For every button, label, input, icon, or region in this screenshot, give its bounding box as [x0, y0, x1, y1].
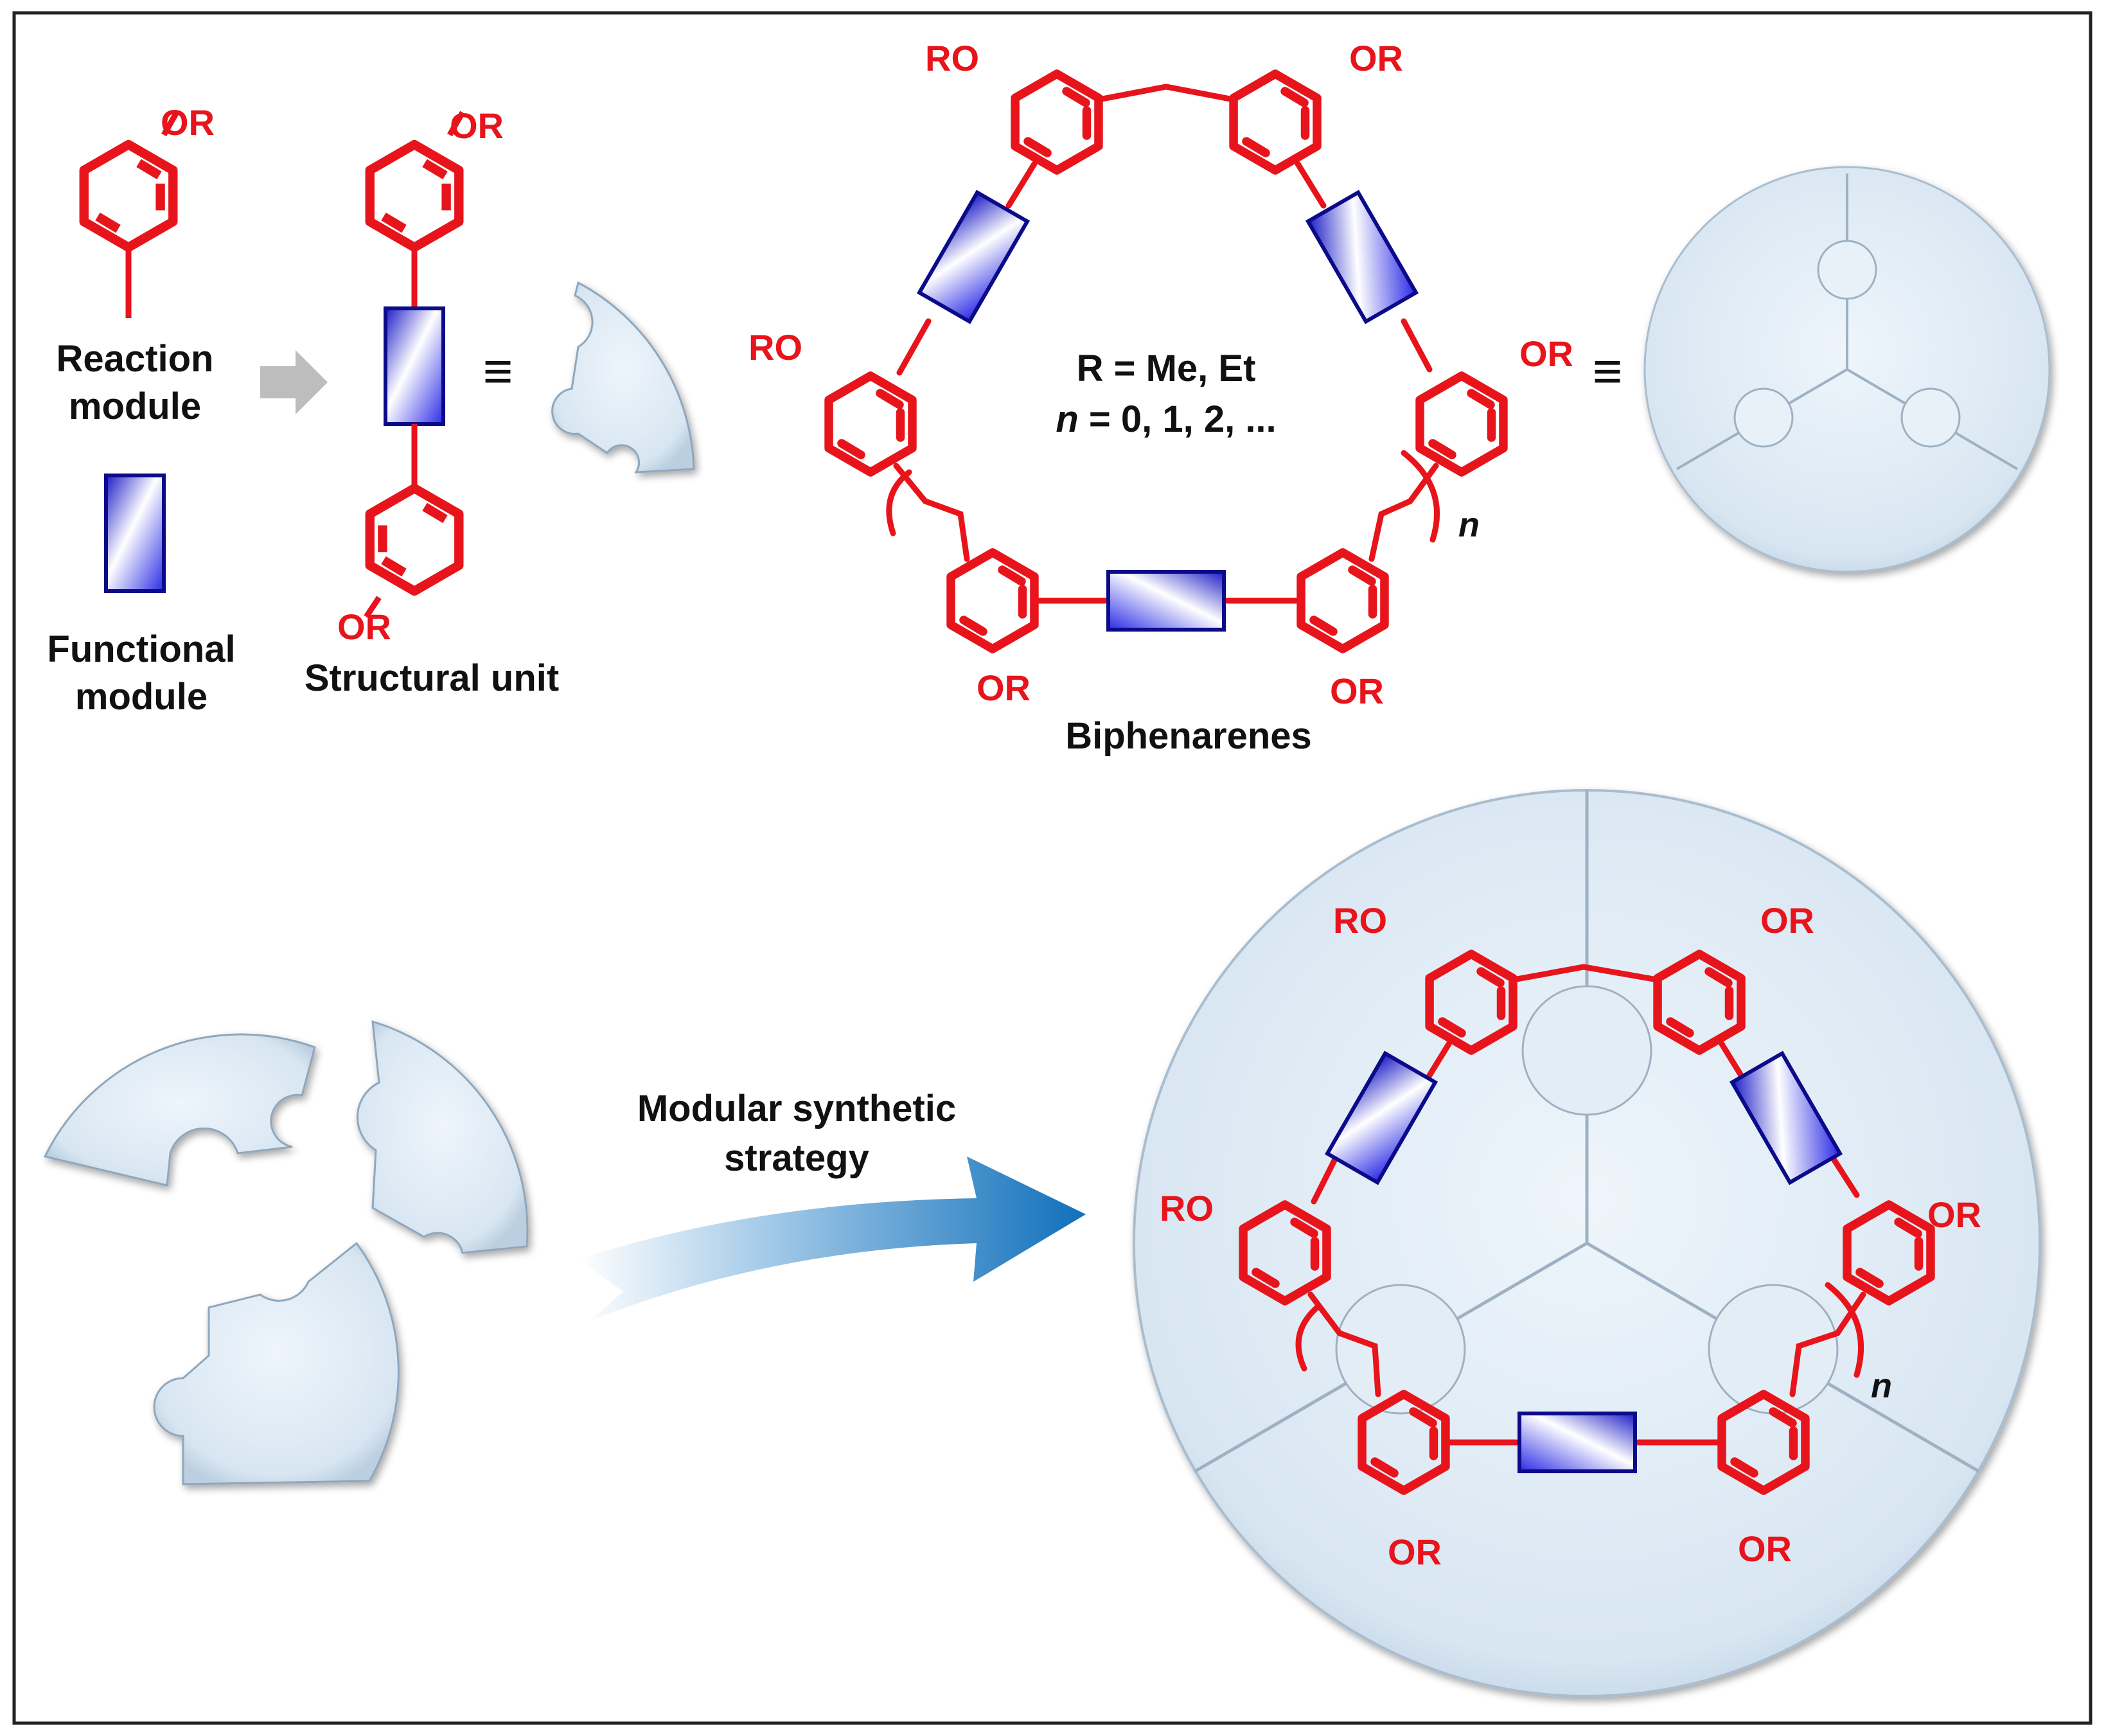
asm-ro-top-left: RO [1333, 900, 1387, 941]
puzzle-piece-icon [551, 281, 695, 474]
bp-ro-top-left: RO [925, 38, 979, 78]
puzzle-disc-icon [1643, 166, 2051, 573]
reaction-module [84, 111, 179, 318]
loose-piece-2 [356, 1020, 529, 1254]
n-definition: n = 0, 1, 2, ... [1056, 398, 1276, 440]
bp-or-right: OR [1519, 333, 1573, 374]
loose-piece-3 [153, 1241, 400, 1485]
asm-or-bottom-left: OR [1388, 1532, 1442, 1572]
asm-or-right: OR [1927, 1194, 1981, 1235]
assembled-disc [1133, 789, 2041, 1697]
reaction-module-label-1: Reaction [57, 338, 214, 380]
bp-or-bottom-right: OR [1330, 671, 1384, 711]
n-subscript-bottom: n [1871, 1367, 1892, 1405]
structural-unit [364, 111, 465, 619]
bp-or-top-right: OR [1349, 38, 1403, 78]
strategy-label-1: Modular synthetic [637, 1088, 956, 1129]
structural-unit-label: Structural unit [305, 657, 559, 699]
functional-module-label-2: module [75, 676, 208, 718]
biphenarene-structure [829, 74, 1503, 649]
figure-frame [12, 11, 2093, 1725]
asm-or-bottom-right: OR [1738, 1528, 1792, 1569]
strategy-label-2: strategy [724, 1137, 869, 1179]
n-definition-values: = 0, 1, 2, ... [1079, 398, 1277, 440]
asm-or-top-right: OR [1760, 900, 1814, 941]
functional-module-label-1: Functional [47, 628, 235, 670]
biphenarenes-label: Biphenarenes [1065, 715, 1312, 757]
equiv-sign-1: ≡ [483, 342, 513, 400]
asm-ro-left: RO [1160, 1188, 1214, 1228]
gray-arrow-icon [260, 350, 328, 414]
reaction-module-label-2: module [69, 385, 201, 427]
n-subscript-top: n [1458, 506, 1480, 544]
structural-or-bottom: OR [337, 607, 391, 647]
bp-or-bottom-left: OR [977, 668, 1031, 708]
n-definition-symbol: n [1056, 398, 1078, 440]
loose-piece-1 [43, 1033, 316, 1187]
bp-ro-left: RO [748, 327, 802, 368]
equiv-sign-2: ≡ [1593, 342, 1623, 400]
functional-module-icon [106, 475, 164, 591]
r-definition: R = Me, Et [1077, 348, 1256, 389]
reaction-or-label: OR [161, 102, 215, 143]
structural-or-top: OR [450, 105, 504, 146]
blue-curved-arrow-icon [578, 1156, 1086, 1320]
